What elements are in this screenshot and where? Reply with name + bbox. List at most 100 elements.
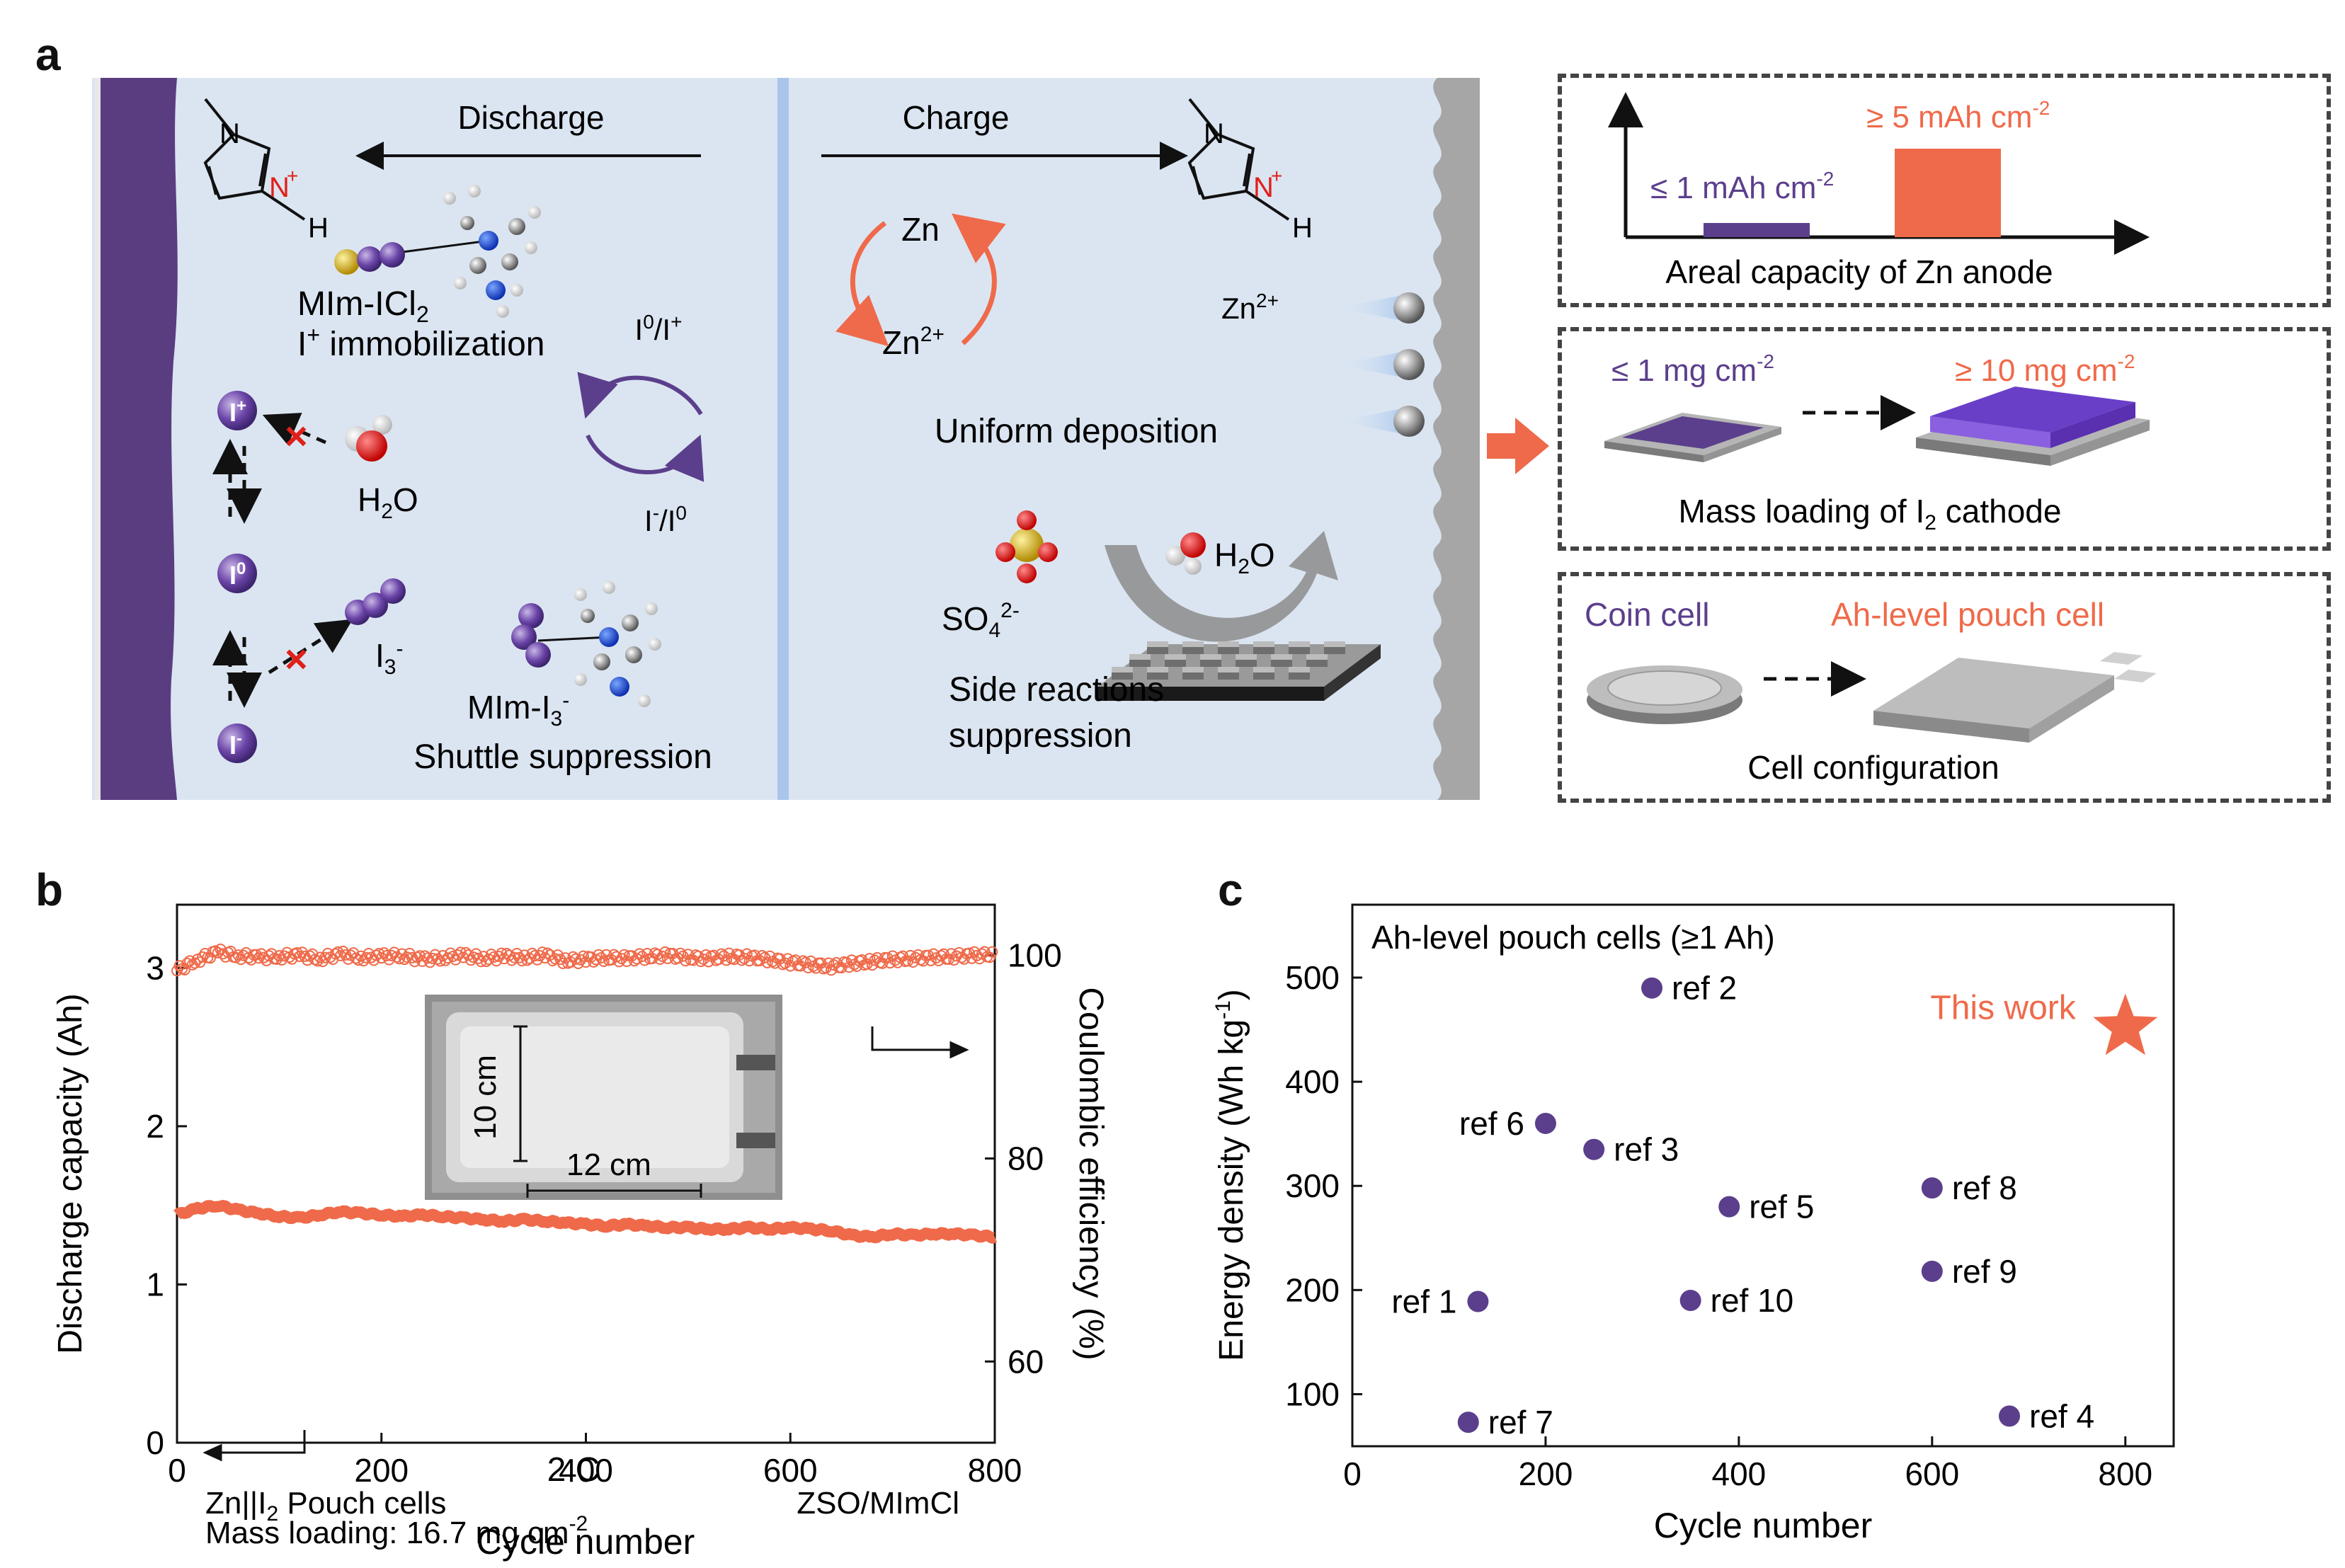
ce-point: [950, 950, 962, 962]
low-mass-label: ≤ 1 mg cm-2: [1611, 350, 1774, 388]
reduction-arrow: [586, 434, 704, 482]
surface-cube: [1253, 646, 1274, 654]
ref-point: [1718, 1196, 1740, 1218]
right-axis-indicator: [871, 1026, 969, 1059]
surface-cube: [1147, 671, 1168, 680]
surface-cube-top: [1289, 667, 1310, 673]
ce-point: [250, 949, 262, 961]
x-tick-label-b: 400: [559, 1452, 613, 1489]
ce-point: [278, 950, 290, 962]
surface-cube: [1200, 658, 1221, 667]
zn-label: Zn: [901, 211, 940, 248]
i-plus-immobilization-label: I+ immobilization: [297, 322, 544, 363]
surface-cube-top: [1218, 667, 1239, 673]
water-molecule-right: [1165, 532, 1206, 575]
imidazole-n-plus-left: N: [269, 172, 290, 203]
mim-i3-molecule: [511, 581, 661, 707]
areal-capacity-box: ≤ 1 mAh cm-2 ≥ 5 mAh cm-2 Areal capacity…: [1558, 74, 2331, 307]
imidazolium-structure-left: [203, 98, 306, 221]
surface-cube: [1182, 671, 1204, 680]
thin-cathode-icon: [1604, 413, 1781, 462]
surface-cube: [1129, 658, 1151, 667]
y-tick-label-right: 80: [1008, 1140, 1044, 1177]
surface-cube: [1236, 658, 1257, 667]
xlabel-c: Cycle number: [1654, 1506, 1872, 1545]
water-molecule-left: [345, 415, 392, 462]
imidazole-h-right: H: [1292, 212, 1313, 244]
ref-point-label: ref 8: [1952, 1169, 2017, 1206]
y-tick-label-right: 100: [1008, 937, 1062, 974]
ref-point: [1641, 977, 1663, 999]
ce-point: [983, 951, 995, 963]
surface-cube: [1147, 646, 1168, 654]
zn-surface-cubes: [1112, 641, 1345, 680]
x-tick-label-c: 600: [1905, 1455, 1959, 1492]
ce-point: [923, 949, 935, 961]
ref-point: [1583, 1138, 1605, 1160]
coin-cell-label: Coin cell: [1585, 596, 1709, 633]
ce-point: [864, 953, 876, 965]
i3-label: I3-: [375, 637, 403, 679]
pouch-cell-photo-inset: 12 cm 10 cm: [425, 995, 782, 1200]
ce-point: [181, 957, 193, 969]
ref-point-label: ref 7: [1488, 1404, 1553, 1441]
ref-point-label: ref 6: [1459, 1105, 1524, 1142]
capacity-series-line: [173, 1200, 998, 1244]
ce-point: [217, 948, 229, 960]
surface-cube: [1165, 658, 1186, 667]
ce-point: [945, 948, 957, 960]
ce-point: [659, 946, 671, 958]
ylabel-left: Discharge capacity (Ah): [52, 993, 89, 1354]
ce-point: [986, 946, 998, 958]
surface-cube: [1324, 646, 1345, 654]
areal-capacity-chart: ≤ 1 mAh cm-2 ≥ 5 mAh cm-2 Areal capacity…: [1608, 92, 2150, 290]
x-tick-label-c: 400: [1712, 1455, 1767, 1492]
ce-point: [178, 963, 190, 975]
pouch-cell-label: Ah-level pouch cell: [1831, 596, 2104, 633]
charge-label: Charge: [903, 99, 1010, 136]
ref-point-label: ref 1: [1391, 1283, 1456, 1320]
x-tick-label-b: 600: [763, 1452, 818, 1489]
zn-stripping-arrow: [835, 221, 889, 347]
high-capacity-label: ≥ 5 mAh cm-2: [1866, 97, 2050, 135]
legend-mass-loading-text: Mass loading: 16.7 mg cm-2: [205, 1512, 588, 1550]
ce-point: [557, 957, 569, 969]
y-tick-label-left: 0: [146, 1424, 164, 1461]
ref-point: [1921, 1260, 1943, 1282]
x-tick-label-b: 0: [168, 1452, 186, 1489]
surface-cube-top: [1253, 667, 1274, 673]
surface-cube: [1289, 671, 1310, 680]
imidazole-n-plus-right: N: [1253, 172, 1274, 203]
ref-point-label: ref 5: [1749, 1189, 1814, 1225]
i0-iplus-label: I0/I+: [635, 311, 683, 346]
x-tick-label-c: 200: [1519, 1455, 1573, 1492]
ref-point: [1457, 1412, 1479, 1433]
shuttle-suppression-label: Shuttle suppression: [413, 738, 712, 776]
imidazole-n-top-left: N: [219, 118, 240, 149]
blocked-x-icon-1: ×: [285, 413, 308, 458]
inset-height-label: 10 cm: [468, 1055, 503, 1140]
this-work-star-icon: [2093, 993, 2158, 1055]
ce-point: [270, 954, 283, 966]
sulfate-molecule: [995, 510, 1058, 583]
surface-cube: [1182, 646, 1204, 654]
repelled-arrow: [1105, 531, 1338, 642]
h2o-label-right: H2O: [1214, 537, 1275, 578]
svg-text:I0: I0: [229, 559, 246, 590]
x-tick-label-c: 800: [2098, 1455, 2152, 1492]
ce-point: [700, 949, 712, 961]
surface-cube: [1271, 658, 1292, 667]
legend-cell-type: Zn||I2 Pouch cells: [205, 1486, 446, 1526]
i-plus-ion: [217, 391, 257, 430]
ce-point: [943, 953, 955, 965]
surface-cube: [1289, 646, 1310, 654]
surface-cube-top: [1147, 641, 1168, 647]
x-tick-label-b: 200: [354, 1452, 409, 1489]
zn2-deposit-label: Zn2+: [1221, 290, 1279, 325]
ce-point: [639, 954, 651, 966]
mass-loading-caption: Mass loading of I2 cathode: [1679, 493, 2062, 534]
